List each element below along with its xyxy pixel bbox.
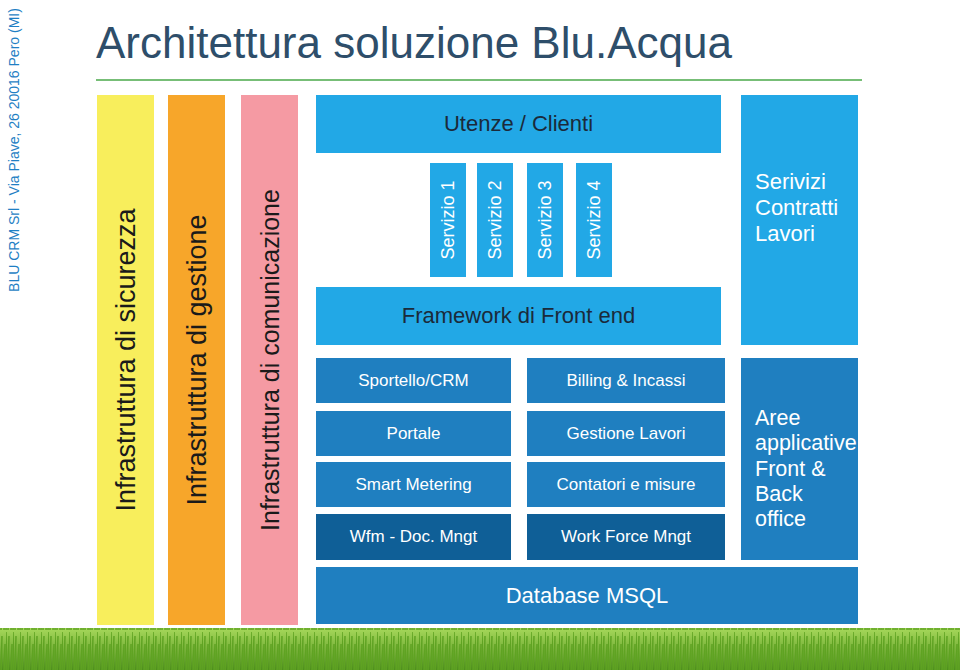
box-label: Servizio 1 [438,180,459,259]
module-box: Smart Metering [316,462,511,507]
service-box: Servizio 1 [430,163,466,277]
module-box: Gestione Lavori [527,411,725,456]
infrastructure-band: Infrastruttura di comunicazione [241,95,298,625]
box-label: Billing & Incassi [566,371,685,391]
box-label: Smart Metering [355,475,471,495]
service-box: Servizio 4 [576,163,612,277]
infrastructure-band: Infrastruttura di sicurezza [97,95,154,625]
box-label: Infrastruttura di sicurezza [110,208,141,511]
box-label: Serivizi Contratti Lavori [755,169,853,247]
infrastructure-band: Infrastruttura di gestione [168,95,225,625]
title-rule [96,79,862,81]
box-label: Aree applicative Front & Back office [755,406,857,533]
layer-box: Framework di Front end [316,287,721,345]
box-label: Portale [387,424,441,444]
layer-box: Utenze / Clienti [316,95,721,153]
service-box: Servizio 2 [477,163,513,277]
box-label: Utenze / Clienti [444,111,593,137]
module-box: Contatori e misure [527,462,725,507]
box-label: Infrastruttura di gestione [181,214,212,505]
module-box: Billing & Incassi [527,358,725,403]
module-box: Sportello/CRM [316,358,511,403]
service-box: Servizio 3 [527,163,563,277]
box-label: Servizio 4 [584,180,605,259]
grass-ground [0,628,960,670]
side-box: Aree applicative Front & Back office [741,358,858,560]
side-box: Serivizi Contratti Lavori [741,95,858,345]
box-label: Servizio 2 [485,180,506,259]
box-label: Framework di Front end [402,303,636,329]
module-box: Wfm - Doc. Mngt [316,514,511,560]
box-label: Contatori e misure [557,475,696,495]
box-label: Servizio 3 [535,180,556,259]
module-box: Portale [316,411,511,456]
side-address: BLU CRM Srl - Via Piave, 26 20016 Pero (… [6,8,22,292]
box-label: Infrastruttura di comunicazione [255,189,284,531]
database-box: Database MSQL [316,567,858,624]
page-title: Architettura soluzione Blu.Acqua [96,18,732,68]
box-label: Database MSQL [506,583,669,609]
box-label: Sportello/CRM [358,371,469,391]
box-label: Gestione Lavori [566,424,685,444]
box-label: Wfm - Doc. Mngt [350,527,478,547]
box-label: Work Force Mngt [561,527,691,547]
module-box: Work Force Mngt [527,514,725,560]
grass-blades [0,628,960,670]
